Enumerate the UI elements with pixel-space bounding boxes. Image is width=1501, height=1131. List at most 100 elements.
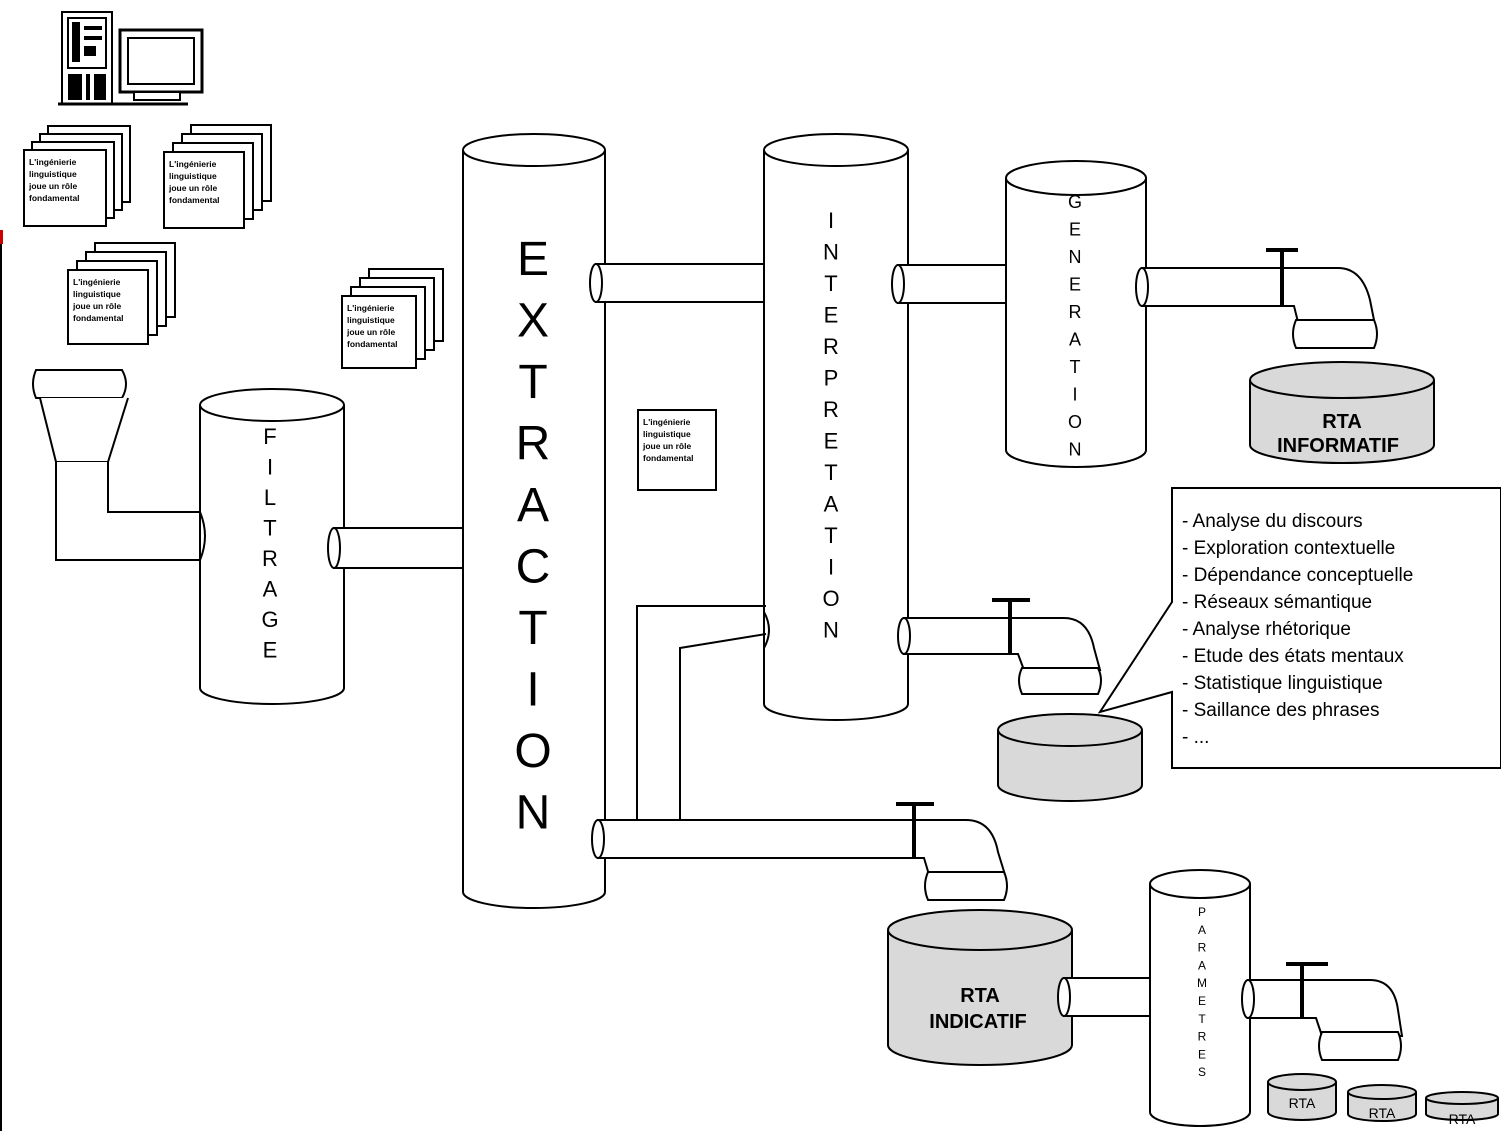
extraction-letter: T (518, 602, 547, 655)
generation-letter: G (1068, 192, 1082, 212)
interpretation-letter: R (823, 334, 839, 359)
filtrage-letter: T (263, 516, 276, 541)
generation-letter: R (1069, 302, 1082, 322)
cylinder-extraction (462, 133, 606, 909)
filtrage-letter: E (263, 638, 278, 663)
pipe-extraction-interpretation (589, 263, 770, 303)
method-item: - Analyse du discours (1182, 511, 1363, 532)
document-stacks: L'ingénierie linguistique joue un rôle fond… (23, 124, 444, 369)
rta-informatif-line1: RTA (1322, 411, 1362, 433)
interpretation-letter: R (823, 397, 839, 422)
generation-letter: T (1070, 357, 1081, 377)
document-text-line: joue un rôle (72, 301, 121, 311)
method-item: - Réseaux sémantique (1182, 592, 1372, 613)
document-text-line: fondamental (169, 195, 220, 205)
extraction-letter: A (517, 479, 549, 532)
document-text-line: L'ingénierie (643, 417, 691, 427)
generation-letter: E (1069, 220, 1081, 240)
tank-rta-indicatif (887, 909, 1073, 1066)
document-text-line: linguistique (169, 171, 217, 181)
small-rta-label: RTA (1289, 1095, 1316, 1111)
cylinder-generation (1005, 160, 1147, 468)
parametres-letter: A (1198, 958, 1206, 972)
document-text-line: L'ingénierie (169, 159, 217, 169)
parametres-letter: A (1198, 923, 1206, 937)
document-text-line: linguistique (347, 315, 395, 325)
document-text-line: L'ingénierie (29, 157, 77, 167)
document-text-line: fondamental (73, 313, 124, 323)
filtrage-letter: R (262, 546, 278, 571)
interpretation-letter: A (824, 492, 839, 517)
parametres-letter: R (1198, 941, 1207, 955)
pipe-filtrage-extraction (327, 527, 471, 569)
extraction-letter: X (517, 295, 549, 348)
interpretation-letter: P (824, 366, 839, 391)
pipe-extraction-tap (591, 802, 1008, 901)
left-red-marker (0, 230, 3, 244)
parametres-letter: E (1198, 994, 1206, 1008)
parametres-letter: R (1198, 1030, 1207, 1044)
small-rta-tank: RTA (1425, 1091, 1499, 1127)
extraction-letter: R (516, 418, 551, 471)
document-text-line: L'ingénierie (347, 303, 395, 313)
generation-letter: E (1069, 275, 1081, 295)
filtrage-letter: G (261, 607, 278, 632)
methods-list: - Analyse du discours - Exploration conte… (1182, 511, 1413, 748)
rta-indicatif-line2: INDICATIF (929, 1011, 1026, 1033)
interpretation-letter: O (822, 586, 839, 611)
extraction-letter: O (514, 725, 551, 778)
interpretation-letter: E (824, 303, 839, 328)
filtrage-letter: I (267, 455, 273, 480)
parametres-letter: M (1197, 976, 1207, 990)
document-stack: L'ingénierie linguistique joue un rôle fond… (163, 124, 272, 229)
method-item: - Exploration contextuelle (1182, 538, 1395, 559)
extraction-bypass-lines (636, 605, 767, 826)
interpretation-letter: I (828, 555, 834, 580)
document-text-line: fondamental (347, 339, 398, 349)
interpretation-letter: E (824, 429, 839, 454)
extraction-letter: C (516, 541, 551, 594)
parametres-letter: T (1198, 1012, 1206, 1026)
interpretation-letter: N (823, 618, 839, 643)
interpretation-letter: I (828, 208, 834, 233)
cylinder-parametres (1149, 869, 1251, 1127)
small-rta-label: RTA (1449, 1111, 1476, 1127)
document-text-line: joue un rôle (642, 441, 691, 451)
pipe-interpretation-generation (891, 264, 1016, 304)
rta-informatif-line2: INFORMATIF (1277, 435, 1399, 457)
small-rta-tank: RTA (1347, 1084, 1417, 1122)
generation-letter: N (1069, 440, 1082, 460)
method-item: - Etude des états mentaux (1182, 646, 1404, 667)
interpretation-letter: T (824, 523, 837, 548)
small-rta-label: RTA (1369, 1105, 1396, 1121)
generation-letter: I (1072, 385, 1077, 405)
cylinder-interpretation (763, 133, 909, 721)
document-text-line: linguistique (643, 429, 691, 439)
document-text-line: linguistique (73, 289, 121, 299)
filtrage-letter: A (263, 577, 278, 602)
document-text-line: joue un rôle (28, 181, 77, 191)
generation-letter: A (1069, 330, 1081, 350)
tank-methods (997, 713, 1143, 802)
document-text-line: joue un rôle (168, 183, 217, 193)
tank-rta-informatif (1249, 361, 1435, 464)
method-item: - Saillance des phrases (1182, 700, 1380, 721)
document-text-line: fondamental (29, 193, 80, 203)
small-rta-tank: RTA (1267, 1073, 1337, 1121)
parametres-letter: E (1198, 1047, 1206, 1061)
document-stack: L'ingénierie linguistique joue un rôle fond… (67, 242, 176, 345)
computer-icon (58, 11, 204, 106)
methods-callout (1097, 487, 1501, 769)
document-text-line: L'ingénierie (73, 277, 121, 287)
interpretation-letter: T (824, 271, 837, 296)
interpretation-letter: T (824, 460, 837, 485)
